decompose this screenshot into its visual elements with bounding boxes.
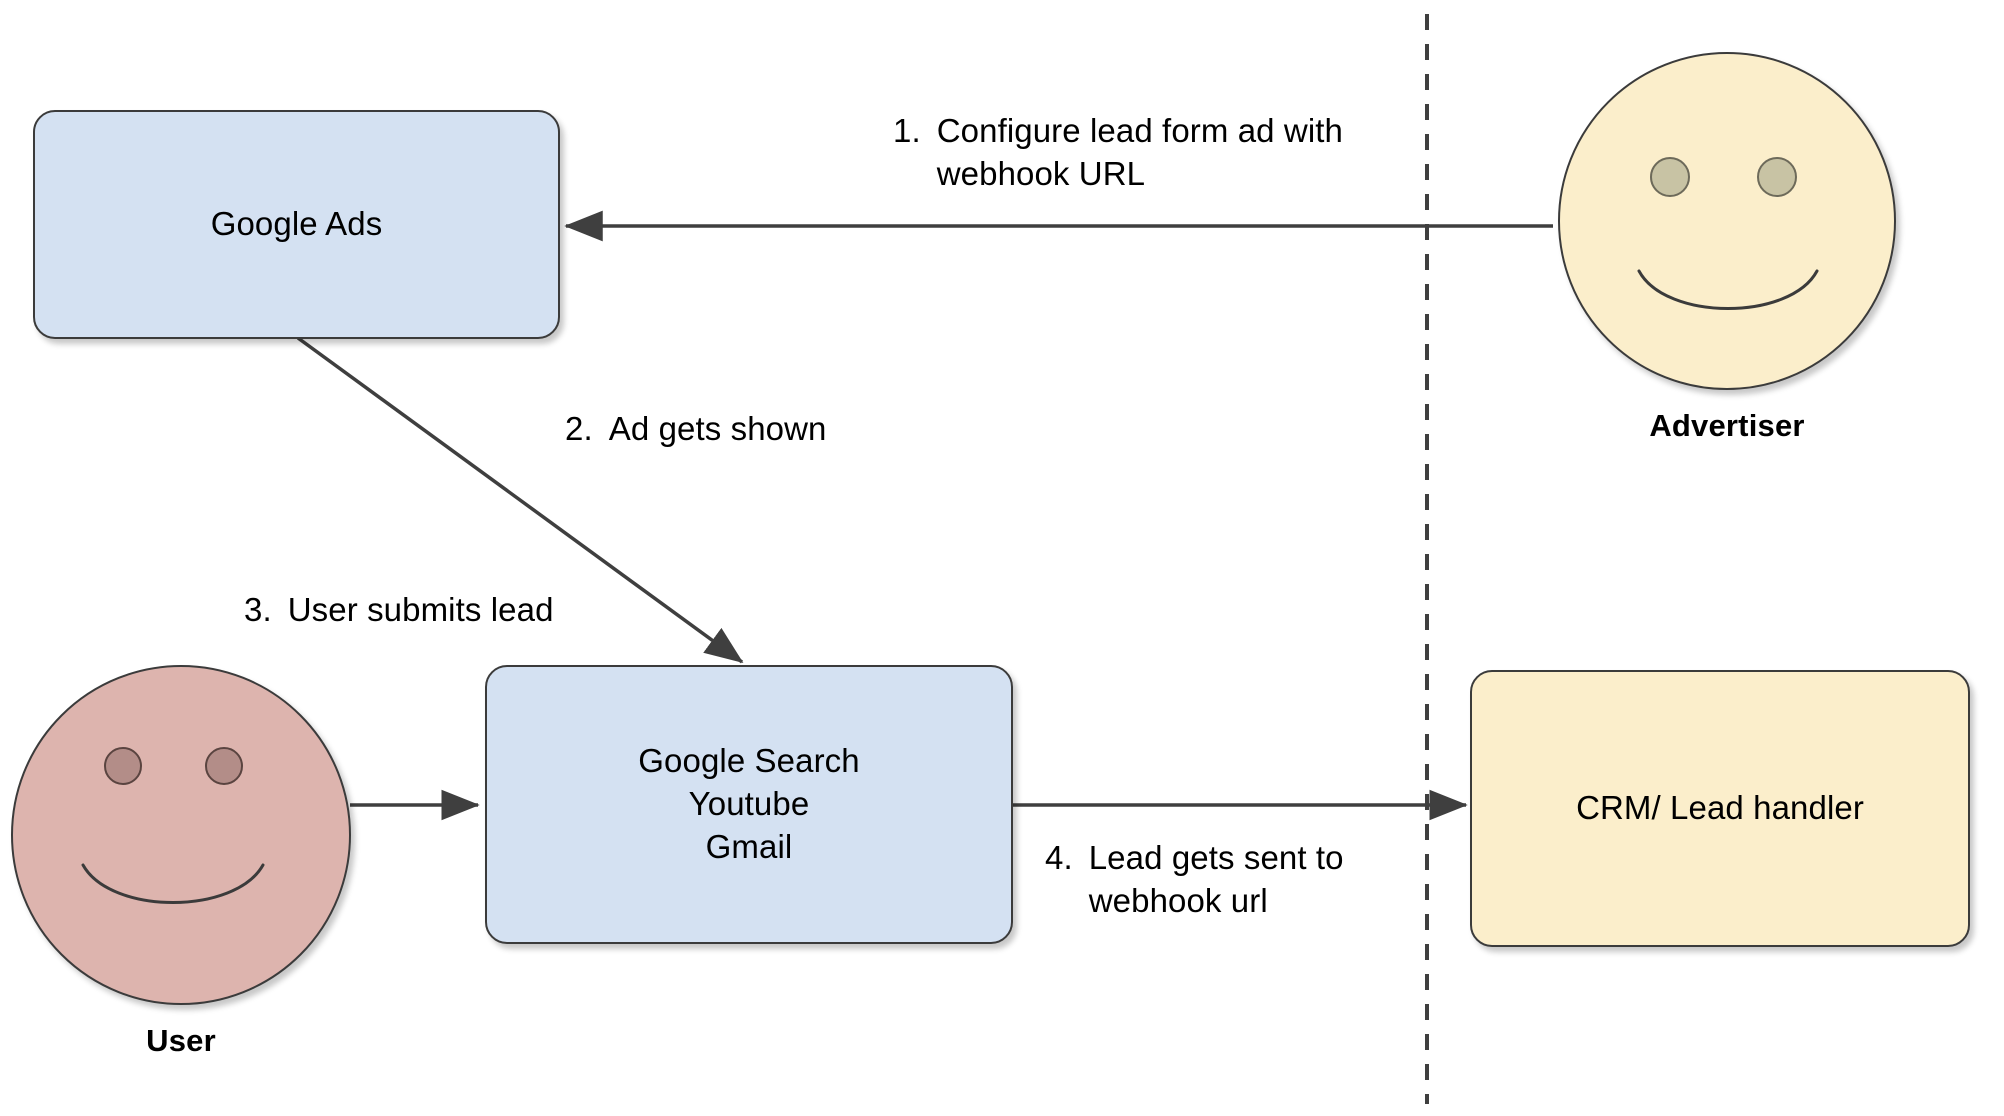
node-google-surfaces-label: Google Search Youtube Gmail — [638, 742, 860, 865]
step-1-number: 1. — [893, 112, 921, 149]
user-left-eye-icon — [104, 747, 142, 785]
advertiser-right-eye-icon — [1757, 157, 1797, 197]
advertiser-left-eye-icon — [1650, 157, 1690, 197]
node-google-surfaces[interactable]: Google Search Youtube Gmail — [485, 665, 1013, 944]
node-crm-lead-handler-label: CRM/ Lead handler — [1576, 789, 1864, 827]
actor-advertiser[interactable]: Advertiser — [1558, 52, 1896, 443]
node-google-ads-label: Google Ads — [210, 205, 383, 243]
advertiser-face-icon — [1558, 52, 1896, 390]
advertiser-smile-icon — [1637, 269, 1819, 310]
step-3-number: 3. — [244, 591, 272, 628]
user-smile-icon — [81, 863, 265, 904]
step-3-label: 3. User submits lead — [244, 589, 664, 632]
step-4-number: 4. — [1045, 839, 1073, 876]
step-2-text: Ad gets shown — [608, 410, 827, 447]
step-4-label: 4. Lead gets sent to webhook url — [1045, 837, 1445, 923]
step-2-label: 2. Ad gets shown — [565, 408, 965, 451]
step-1-label: 1. Configure lead form ad with webhook U… — [893, 110, 1393, 196]
actor-advertiser-label: Advertiser — [1649, 408, 1805, 443]
step-2-number: 2. — [565, 410, 593, 447]
user-face-icon — [11, 665, 351, 1005]
actor-user-label: User — [146, 1023, 216, 1058]
actor-user[interactable]: User — [11, 665, 351, 1058]
connector-google-ads-to-surfaces — [296, 336, 744, 664]
step-3-text: User submits lead — [287, 591, 554, 628]
node-crm-lead-handler[interactable]: CRM/ Lead handler — [1470, 670, 1970, 947]
user-right-eye-icon — [205, 747, 243, 785]
step-1-text: Configure lead form ad with webhook URL — [936, 112, 1343, 192]
step-4-text: Lead gets sent to webhook url — [1088, 839, 1344, 919]
node-google-ads[interactable]: Google Ads — [33, 110, 560, 339]
